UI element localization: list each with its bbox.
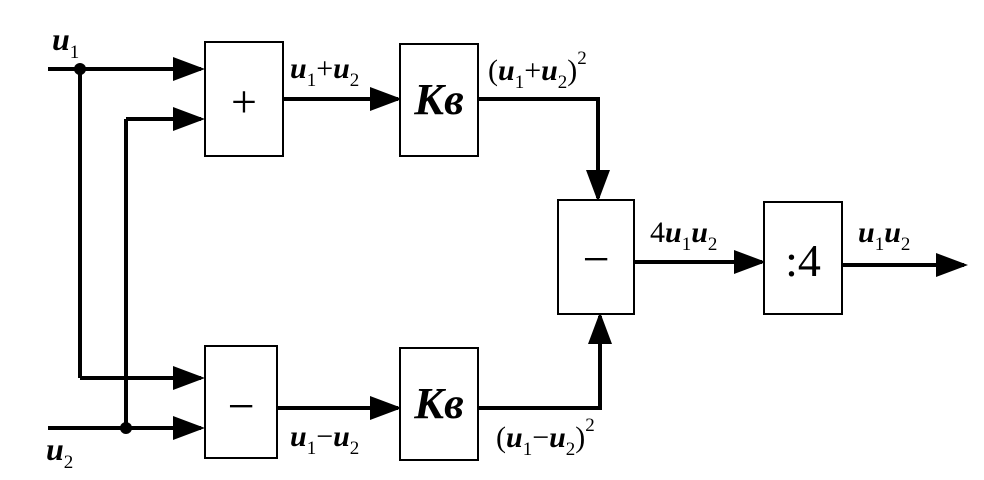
diff-label: u1−u2	[290, 420, 359, 459]
input-u2-label: u2	[46, 431, 73, 473]
wires	[48, 57, 968, 440]
output-label: u1u2	[858, 216, 910, 255]
junction-u2	[120, 422, 132, 434]
square-top-label: Кв	[413, 75, 464, 124]
junction-u1	[74, 63, 86, 75]
sum-label: u1+u2	[290, 52, 359, 91]
wire-sum-squared	[478, 97, 610, 202]
adder-block: +	[204, 41, 284, 157]
product4-label: 4u1u2	[650, 216, 717, 255]
square-block-bottom: Кв	[399, 347, 479, 461]
wire-diff-squared	[478, 312, 612, 410]
square-block-top: Кв	[399, 43, 479, 157]
divider-label: :4	[785, 235, 821, 286]
input-u1-label: u1	[52, 21, 79, 63]
input-subtractor-symbol: −	[227, 380, 254, 433]
input-subtractor-block: −	[204, 345, 278, 459]
output-subtractor-symbol: −	[582, 233, 609, 286]
output-subtractor-block: −	[557, 199, 635, 315]
sum-squared-label: (u1+u2)2	[488, 48, 587, 93]
divider-block: :4	[763, 201, 843, 315]
square-bottom-label: Кв	[413, 379, 464, 428]
diff-squared-label: (u1−u2)2	[496, 415, 595, 460]
adder-symbol: +	[231, 76, 257, 127]
